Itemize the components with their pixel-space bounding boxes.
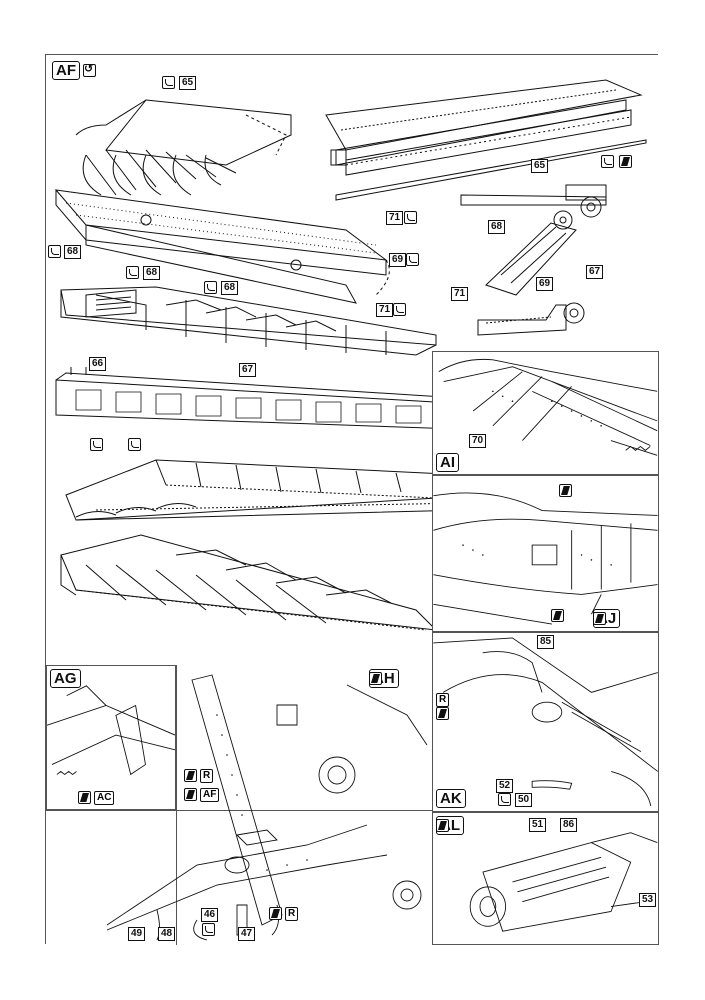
part-71-label: 71 xyxy=(451,287,469,301)
glue-icon xyxy=(90,438,103,451)
part-66-label: 66 xyxy=(89,357,107,371)
part-65-label: 65 xyxy=(531,159,549,173)
glue-icon xyxy=(202,923,215,936)
part-65-label: 65 xyxy=(179,76,197,90)
part-51-label: 51 xyxy=(529,818,547,832)
paint-icon xyxy=(369,672,382,685)
glue-icon xyxy=(406,253,419,266)
glue-icon xyxy=(48,245,61,258)
panel-ak: 85 R 52 50 AK xyxy=(432,632,659,812)
panel-aj: AJ xyxy=(432,475,659,632)
cockpit-detail-drawing xyxy=(433,637,658,807)
step-ai-tag: AI xyxy=(436,453,459,472)
part-71-label: 71 xyxy=(386,211,404,225)
step-af-tag: AF xyxy=(52,61,96,80)
reference-r-label: R xyxy=(285,907,299,921)
paint-icon xyxy=(436,819,449,832)
step-aj-tag: AJ xyxy=(593,609,621,628)
paint-icon xyxy=(619,155,632,168)
glue-icon xyxy=(204,281,217,294)
reference-r-label: R xyxy=(436,693,450,707)
paint-icon xyxy=(184,769,197,782)
glue-icon xyxy=(601,155,614,168)
engine-cowling-drawing xyxy=(469,832,658,932)
panel-ah-main: AH R AF R xyxy=(106,665,432,945)
step-al-tag: AL xyxy=(436,816,464,835)
paint-icon xyxy=(184,788,197,801)
step-ak-tag: AK xyxy=(436,789,466,808)
part-67-label: 67 xyxy=(586,265,604,279)
wing-root-drawing xyxy=(47,685,175,776)
reference-af-label: AF xyxy=(200,788,220,802)
step-af-label: AF xyxy=(52,61,80,80)
part-69-label: 69 xyxy=(536,277,554,291)
step-ai-label: AI xyxy=(436,453,459,472)
paint-icon xyxy=(269,907,282,920)
wing-assembly-drawing xyxy=(54,79,647,631)
glue-icon xyxy=(128,438,141,451)
part-50-label: 50 xyxy=(515,793,533,807)
part-67-label: 67 xyxy=(239,363,257,377)
reference-r-label: R xyxy=(200,769,214,783)
reverse-side-icon xyxy=(83,62,96,77)
panel-ai: AI 70 xyxy=(432,351,659,475)
step-ag-label: AG xyxy=(50,669,81,688)
part-68-label: 68 xyxy=(221,281,239,295)
glue-icon xyxy=(126,266,139,279)
paint-icon xyxy=(436,707,449,720)
part-47-label: 47 xyxy=(238,927,256,941)
paint-icon xyxy=(551,609,564,622)
part-85-label: 85 xyxy=(537,635,555,649)
step-ak-label: AK xyxy=(436,789,466,808)
paint-icon xyxy=(78,791,91,804)
glue-icon xyxy=(404,211,417,224)
instruction-sheet: AF 65 65 68 67 69 71 71 69 71 68 68 68 6… xyxy=(45,54,659,945)
part-46-label: 46 xyxy=(201,908,219,922)
panel-al: AL 51 86 53 xyxy=(432,812,659,945)
part-68-label: 68 xyxy=(64,245,82,259)
panel-ag: AG AC xyxy=(46,665,176,810)
part-86-label: 86 xyxy=(560,818,578,832)
paint-icon xyxy=(593,612,606,625)
part-69-label: 69 xyxy=(389,253,407,267)
reference-ac-label: AC xyxy=(94,791,115,805)
part-53-label: 53 xyxy=(639,893,657,907)
fuselage-detail-drawing xyxy=(438,358,658,456)
paint-icon xyxy=(559,484,572,497)
part-68-label: 68 xyxy=(143,266,161,280)
part-48-label: 48 xyxy=(158,927,176,941)
part-49-label: 49 xyxy=(128,927,146,941)
part-70-label: 70 xyxy=(469,434,487,448)
part-52-label: 52 xyxy=(496,779,514,793)
part-68-label: 68 xyxy=(488,220,506,234)
underside-drawing xyxy=(106,674,428,941)
glue-icon xyxy=(393,303,406,316)
step-ag-tag: AG xyxy=(50,669,81,688)
fuselage-side-drawing xyxy=(433,492,658,625)
step-ah-tag: AH xyxy=(369,669,399,688)
glue-icon xyxy=(162,76,175,89)
part-71-label: 71 xyxy=(376,303,394,317)
glue-icon xyxy=(498,793,511,806)
